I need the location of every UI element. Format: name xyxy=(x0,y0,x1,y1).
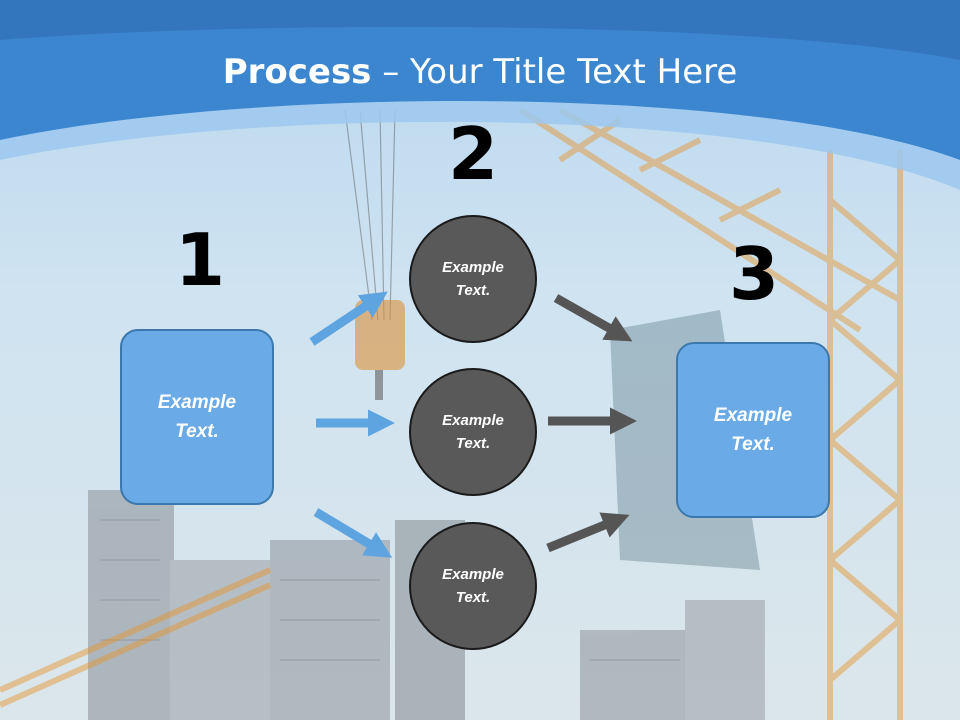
circle-bottom-text: Example Text. xyxy=(442,566,504,606)
arrow-circle-bottom-to-box xyxy=(546,512,630,553)
circle-middle: Example Text. xyxy=(409,368,537,496)
title-rest: – Your Title Text Here xyxy=(371,52,738,92)
title-bold: Process xyxy=(222,52,372,92)
arrow-circle-top-to-box xyxy=(553,294,633,342)
right-box-text: Example Text. xyxy=(713,405,793,455)
circle-middle-text: Example Text. xyxy=(442,412,504,452)
circle-bottom: Example Text. xyxy=(409,522,537,650)
circle-top-text: Example Text. xyxy=(442,259,504,299)
step-number-1: 1 xyxy=(174,218,226,302)
circle-top: Example Text. xyxy=(409,215,537,343)
step-number-2: 2 xyxy=(447,112,499,196)
left-box-text: Example Text. xyxy=(157,392,237,442)
left-text-box: Example Text. xyxy=(120,329,274,505)
arrow-box-to-circle-top xyxy=(309,291,388,346)
arrow-box-to-circle-bottom xyxy=(313,508,393,558)
right-text-box: Example Text. xyxy=(676,342,830,518)
step-number-3: 3 xyxy=(728,232,780,316)
slide-title: Process – Your Title Text Here xyxy=(0,52,960,92)
